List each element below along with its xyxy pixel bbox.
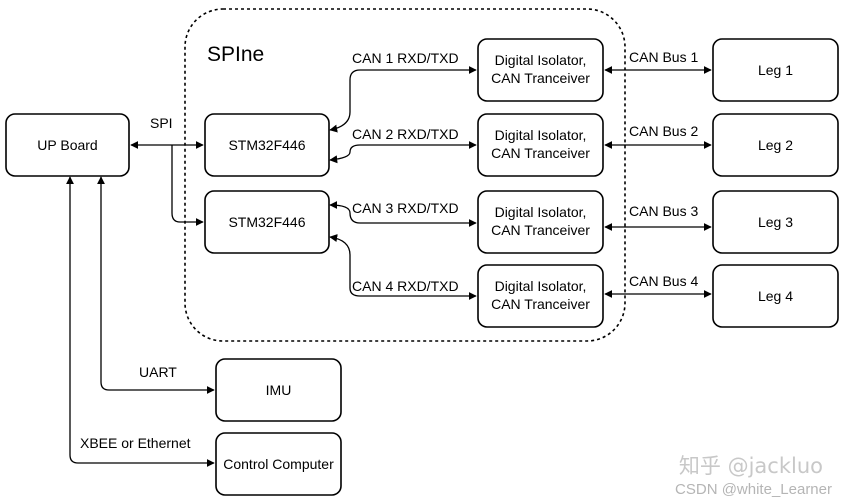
can-rxd-label-3: CAN 3 RXD/TXD: [352, 200, 459, 216]
leg-box-1: [712, 38, 839, 102]
isolator-label-1-line-2: CAN Tranceiver: [491, 70, 590, 86]
isolator-box-4: [477, 264, 604, 328]
leg-label-3: Leg 3: [758, 214, 793, 230]
uart-label: UART: [139, 364, 177, 380]
isolator-label-4-line-1: Digital Isolator,: [495, 278, 587, 294]
stm32-box-2: [204, 190, 330, 254]
spine-region: [184, 8, 626, 342]
can-rxd-label-1: CAN 1 RXD/TXD: [352, 50, 459, 66]
isolator-box-2: [477, 113, 604, 177]
leg-box-2: [712, 113, 839, 177]
up-board-box: [5, 113, 130, 177]
isolator-label-1-line-1: Digital Isolator,: [495, 52, 587, 68]
can-rxd-link-1: [329, 66, 477, 133]
isolator-label-2-line-2: CAN Tranceiver: [491, 145, 590, 161]
leg-label-4: Leg 4: [758, 288, 793, 304]
leg-box-3: [712, 190, 839, 254]
imu-label: IMU: [266, 382, 292, 398]
up-board-label: UP Board: [37, 137, 97, 153]
watermark-sub: CSDN @white_Learner: [675, 481, 832, 498]
stm32-label-2: STM32F446: [228, 214, 305, 230]
stm32-box-1: [204, 113, 330, 177]
can-bus-label-2: CAN Bus 2: [629, 123, 698, 139]
spi-label: SPI: [150, 115, 173, 131]
isolator-label-3-line-1: Digital Isolator,: [495, 204, 587, 220]
can-rxd-label-2: CAN 2 RXD/TXD: [352, 126, 459, 142]
isolator-box-3: [477, 190, 604, 254]
spine-title: SPIne: [207, 43, 264, 66]
control-computer-label: Control Computer: [223, 456, 334, 472]
xbee-label: XBEE or Ethernet: [80, 435, 191, 451]
can-rxd-link-4: [329, 234, 477, 300]
can-rxd-link-3: [329, 201, 477, 227]
can-bus-label-3: CAN Bus 3: [629, 203, 698, 219]
leg-box-4: [712, 264, 839, 328]
leg-label-1: Leg 1: [758, 62, 793, 78]
spi-link-2: [171, 145, 204, 226]
imu-box: [215, 358, 342, 422]
isolator-label-4-line-2: CAN Tranceiver: [491, 296, 590, 312]
uart-link: [97, 176, 215, 394]
watermark-main: 知乎 @jackluo: [679, 454, 823, 478]
isolator-label-3-line-2: CAN Tranceiver: [491, 222, 590, 238]
can-bus-label-4: CAN Bus 4: [629, 273, 698, 289]
can-rxd-link-2: [329, 141, 477, 164]
control-computer-box: [215, 432, 342, 496]
can-bus-label-1: CAN Bus 1: [629, 49, 698, 65]
leg-label-2: Leg 2: [758, 137, 793, 153]
stm32-label-1: STM32F446: [228, 137, 305, 153]
isolator-label-2-line-1: Digital Isolator,: [495, 127, 587, 143]
isolator-box-1: [477, 38, 604, 102]
xbee-link: [66, 176, 215, 467]
can-rxd-label-4: CAN 4 RXD/TXD: [352, 278, 459, 294]
